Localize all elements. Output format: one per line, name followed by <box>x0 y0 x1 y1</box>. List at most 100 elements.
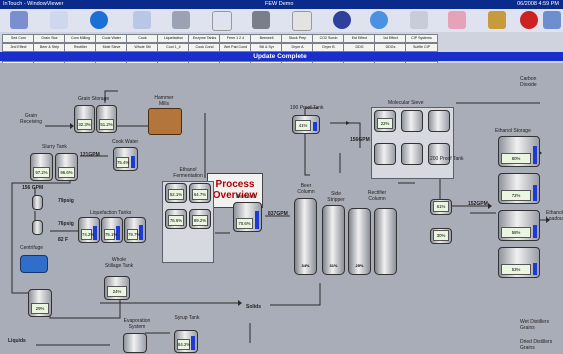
ethanol-storage-tank-4[interactable]: 53% <box>498 247 540 278</box>
sieve-bed-3[interactable] <box>428 110 450 132</box>
200-proof-tank-a[interactable]: 61% <box>430 199 452 215</box>
pressure-79psig: 79psig <box>58 198 74 204</box>
190-proof-tank[interactable]: 41% <box>292 115 320 134</box>
whole-stillage-tank[interactable]: 24% <box>104 276 130 300</box>
fermenter-3[interactable]: 76.6% <box>165 209 187 229</box>
menu-item[interactable]: Ferm 1 2 4 <box>219 34 252 43</box>
chart-icon[interactable] <box>212 11 232 31</box>
screen-icon[interactable] <box>448 11 466 29</box>
fermenter-4[interactable]: 89.2% <box>189 209 211 229</box>
sieve-bed-2[interactable] <box>401 110 423 132</box>
menu-item[interactable]: Cook Water <box>95 34 128 43</box>
menu-item[interactable]: CIP Systems <box>405 34 438 43</box>
cook-water-tank[interactable]: 75.4% <box>113 147 138 171</box>
grain-storage-tank-1[interactable]: 32.3% <box>74 105 95 133</box>
label-slurry-tank: Slurry Tank <box>42 144 67 150</box>
menu-item[interactable]: Corn Milling <box>64 34 97 43</box>
centrifuge-icon[interactable] <box>20 255 48 273</box>
menu-item[interactable]: Stil & Syr <box>250 43 283 52</box>
window-title-center: FEW Demo <box>265 1 294 7</box>
label-solids: Solids <box>246 304 262 310</box>
label-ethanol-loadout: Ethanol Loadout <box>546 210 563 222</box>
trash-icon[interactable] <box>488 11 506 29</box>
centrifuge-tank[interactable]: 29% <box>28 289 52 317</box>
menu-item[interactable]: Mole Sieve <box>95 43 128 52</box>
menu-item[interactable]: Whole Stil <box>126 43 159 52</box>
menu-item[interactable]: Est Effect <box>343 34 376 43</box>
menu-item[interactable]: Cook Cond <box>188 43 221 52</box>
slurry-2-level: 96.6% <box>58 167 75 178</box>
menu-item[interactable]: CO2 Scrub <box>312 34 345 43</box>
sieve-bed-4[interactable] <box>374 143 396 165</box>
label-cook-water: Cook Water <box>112 139 139 145</box>
menu-item[interactable]: Rectifier <box>64 43 97 52</box>
ethanol-storage-tank-3[interactable]: 58% <box>498 210 540 241</box>
jet-cooker-1[interactable] <box>32 195 43 210</box>
jet-cooker-2[interactable] <box>32 220 43 235</box>
menu-item[interactable]: Beerwell <box>250 34 283 43</box>
help-icon[interactable] <box>543 11 561 29</box>
document-icon[interactable] <box>133 11 151 29</box>
menu-item[interactable]: Grain Stor <box>33 34 66 43</box>
menu-item[interactable]: DDG <box>343 43 376 52</box>
printer-icon[interactable] <box>410 11 428 29</box>
menu-item[interactable]: Sulfite CIP <box>405 43 438 52</box>
proof-200b-level: 30% <box>433 230 449 241</box>
flow-156gpm-top: 156GPM <box>350 137 370 143</box>
home-icon[interactable] <box>10 11 28 29</box>
side-stripper-column[interactable]: 31% <box>322 205 345 275</box>
liquefaction-tank-1[interactable]: 74.2% <box>78 217 100 243</box>
fermenter-2[interactable]: 64.7% <box>189 183 211 203</box>
menu-item[interactable]: Dryer B <box>312 43 345 52</box>
menu-item[interactable]: Cook <box>126 34 159 43</box>
hammer-mill-icon[interactable] <box>148 108 182 135</box>
tools-icon[interactable] <box>252 11 270 29</box>
fermenter-1[interactable]: 52.1% <box>165 183 187 203</box>
menu-item[interactable]: Cool 1_4 <box>157 43 190 52</box>
slurry-tank-1[interactable]: 97.2% <box>30 153 53 181</box>
process-overview-canvas: Grain Receiving Grain Storage 32.3% 51.2… <box>0 63 563 354</box>
globe-icon[interactable] <box>370 11 388 29</box>
beer-column-level: 34% <box>301 263 310 268</box>
beerwell-tank[interactable]: 70.6% <box>233 202 262 232</box>
web-icon[interactable] <box>50 11 68 29</box>
grain-storage-tank-2[interactable]: 51.2% <box>96 105 117 133</box>
slurry-tank-2[interactable]: 96.6% <box>55 153 78 181</box>
menu-item[interactable]: Enzyme Tanks <box>188 34 221 43</box>
200-proof-tank-b[interactable]: 30% <box>430 228 452 244</box>
liquefaction-tank-3[interactable]: 79.7% <box>124 217 146 243</box>
menu-item[interactable]: Wet Pad Cond <box>219 43 252 52</box>
rectifier-column-1[interactable]: 25% <box>348 208 371 275</box>
sieve-bed-6[interactable] <box>428 143 450 165</box>
cook-water-level: 75.4% <box>116 157 129 168</box>
sieve-bed-5[interactable] <box>401 143 423 165</box>
liq-3-level: 79.7% <box>127 229 140 240</box>
sieve-bed-1[interactable]: 22% <box>374 110 396 132</box>
browser-icon[interactable] <box>90 11 108 29</box>
beerwell-level: 70.6% <box>236 218 253 229</box>
beer-column[interactable]: 34% <box>294 198 317 275</box>
evaporator-tank[interactable] <box>123 333 147 353</box>
menu-item[interactable]: 2nd Effect <box>2 43 35 52</box>
overview-line-2: Overview <box>212 190 258 201</box>
menu-item[interactable]: Sed Corn <box>2 34 35 43</box>
overview-line-1: Process <box>215 179 255 190</box>
alarm-icon[interactable] <box>520 11 538 29</box>
menu-item[interactable]: Stock Prep <box>281 34 314 43</box>
grid-icon[interactable] <box>292 11 312 31</box>
menu-item[interactable]: 1st Effect <box>374 34 407 43</box>
ethanol-storage-tank-2[interactable]: 72% <box>498 173 540 204</box>
ethanol-storage-tank-1[interactable]: 80% <box>498 136 540 167</box>
ferm-2-level: 64.7% <box>192 189 208 200</box>
monitor-icon[interactable] <box>172 11 190 29</box>
syrup-tank[interactable]: 84.2% <box>174 330 198 353</box>
liquefaction-tank-2[interactable]: 75.1% <box>101 217 123 243</box>
rectifier-column-2[interactable] <box>374 208 397 275</box>
menu-item[interactable]: DDGs <box>374 43 407 52</box>
menu-item[interactable]: Liquefaction <box>157 34 190 43</box>
network-icon[interactable] <box>333 11 351 29</box>
centrifuge-tank-level: 29% <box>31 303 49 314</box>
window-title-right: 06/2008 4:59 PM <box>517 1 559 7</box>
menu-item[interactable]: Dryer A <box>281 43 314 52</box>
menu-item[interactable]: Beer & Strip <box>33 43 66 52</box>
